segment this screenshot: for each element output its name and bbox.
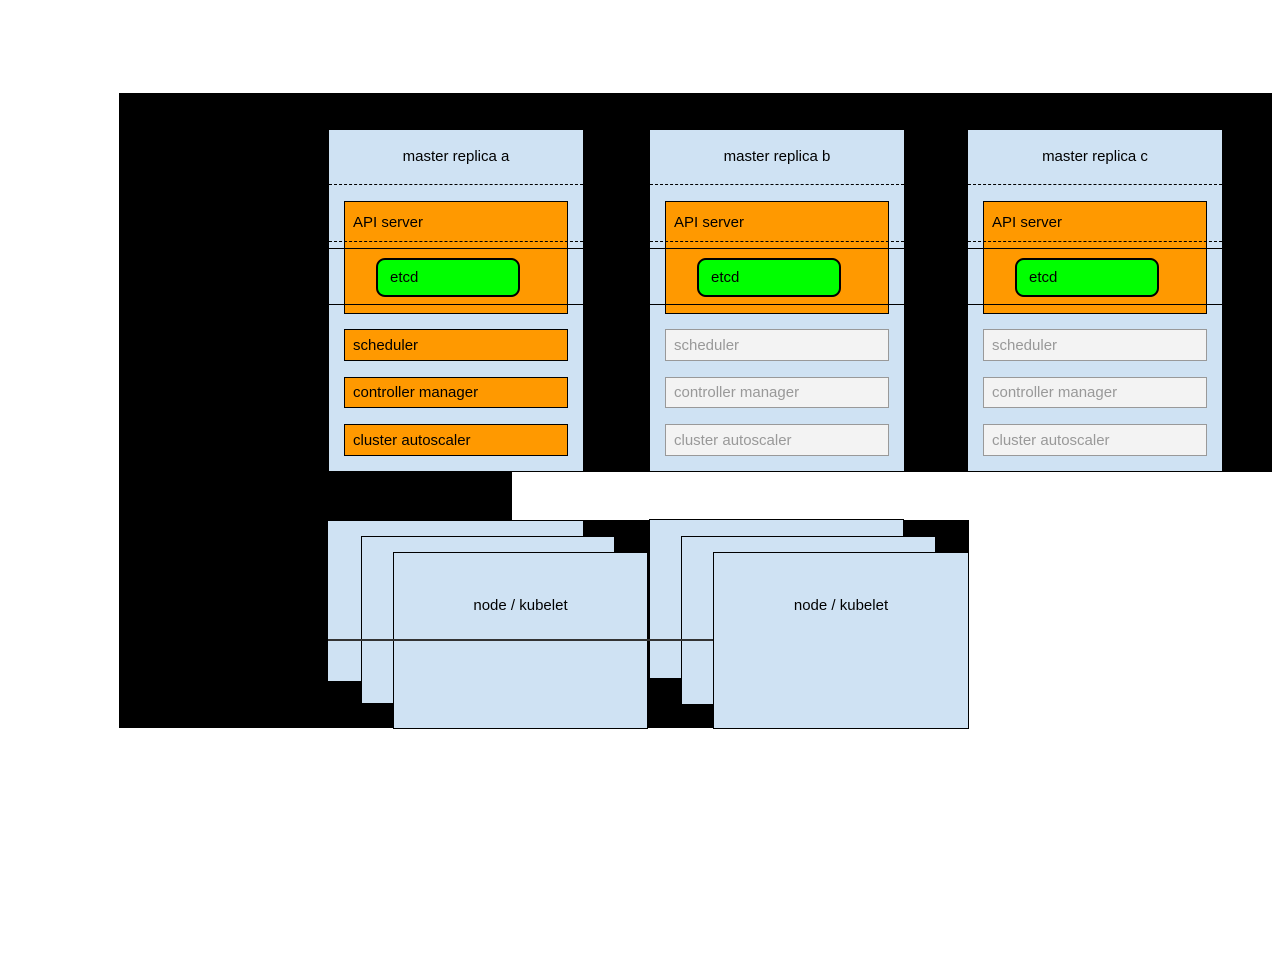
replica-c-divider-solid-2 [968,304,1222,305]
replica-a-divider-dashed-2 [329,241,583,242]
replica-b-controller-manager-label: controller manager [674,384,800,401]
replica-c-divider-dashed-2 [968,241,1222,242]
node-stack-1-label: node / kubelet [473,597,568,614]
replica-c-etcd-box: etcd [1015,258,1159,297]
replica-a-api-server-box: API server etcd [344,201,568,314]
replica-c-scheduler-label: scheduler [992,336,1058,354]
replica-c-cluster-autoscaler-box: cluster autoscaler [983,424,1207,456]
replica-c-etcd-label: etcd [1029,269,1058,286]
master-replica-c-box: master replica c API server etcd schedul… [967,129,1223,472]
replica-c-controller-manager-label: controller manager [992,384,1118,401]
master-replica-b-box: master replica b API server etcd schedul… [649,129,905,472]
replica-b-divider-dashed-1 [650,184,904,185]
replica-c-cluster-autoscaler-label: cluster autoscaler [992,431,1110,449]
replica-a-api-server-label: API server [353,214,424,231]
replica-c-controller-manager-box: controller manager [983,377,1207,408]
node-stack-2-box: node / kubelet [713,552,969,729]
replica-a-cluster-autoscaler-box: cluster autoscaler [344,424,568,456]
replica-b-scheduler-box: scheduler [665,329,889,361]
node-stack-2-label: node / kubelet [793,597,889,614]
replica-a-cluster-autoscaler-label: cluster autoscaler [353,431,471,449]
replica-b-api-server-label: API server [674,214,745,231]
replica-b-cluster-autoscaler-label: cluster autoscaler [674,431,792,449]
replica-a-title: master replica a [402,148,510,165]
replica-a-divider-dashed-1 [329,184,583,185]
replica-b-api-server-box: API server etcd [665,201,889,314]
replica-a-scheduler-label: scheduler [353,336,419,354]
replica-b-cluster-autoscaler-box: cluster autoscaler [665,424,889,456]
replica-b-divider-solid-2 [650,304,904,305]
replica-a-scheduler-box: scheduler [344,329,568,361]
replica-b-scheduler-label: scheduler [674,336,740,354]
replica-b-divider-solid-1 [650,248,904,249]
replica-a-divider-solid-2 [329,304,583,305]
replica-c-divider-dashed-1 [968,184,1222,185]
replica-c-api-server-label: API server [992,214,1063,231]
replica-c-api-server-box: API server etcd [983,201,1207,314]
replica-a-etcd-box: etcd [376,258,520,297]
replica-b-title: master replica b [723,148,831,165]
replica-c-divider-solid-1 [968,248,1222,249]
replica-b-controller-manager-box: controller manager [665,377,889,408]
replica-a-controller-manager-box: controller manager [344,377,568,408]
replica-c-scheduler-box: scheduler [983,329,1207,361]
node-stack-divider-line [328,639,713,641]
replica-b-etcd-box: etcd [697,258,841,297]
replica-c-title: master replica c [1042,148,1148,165]
replica-b-divider-dashed-2 [650,241,904,242]
replica-b-etcd-label: etcd [711,269,740,286]
replica-a-etcd-label: etcd [390,269,419,286]
master-replica-a-box: master replica a API server etcd schedul… [328,129,584,472]
replica-a-controller-manager-label: controller manager [353,384,479,401]
replica-a-divider-solid-1 [329,248,583,249]
